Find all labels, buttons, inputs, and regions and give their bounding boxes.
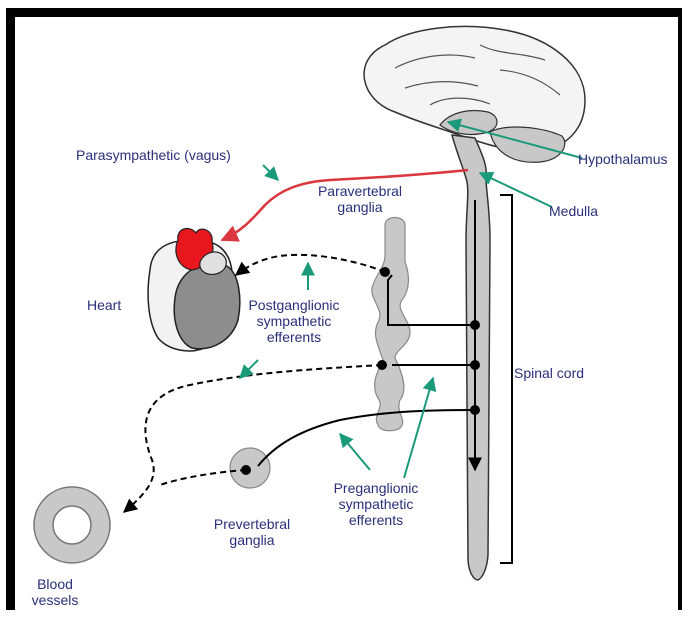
label-paravertebral-line2: ganglia xyxy=(300,199,420,215)
label-prevertebral-line2: ganglia xyxy=(198,532,306,548)
blood-vessel-lumen xyxy=(53,506,91,544)
label-blood-vessels-line2: vessels xyxy=(18,592,92,608)
label-paravertebral: Paravertebral ganglia xyxy=(300,183,420,215)
label-preganglionic-line3: efferents xyxy=(318,512,434,528)
heart xyxy=(148,229,240,351)
label-blood-vessels: Blood vessels xyxy=(18,576,92,608)
label-preganglionic: Preganglionic sympathetic efferents xyxy=(318,480,434,528)
label-postganglionic-line1: Postganglionic xyxy=(236,297,352,313)
label-medulla: Medulla xyxy=(549,203,598,219)
spinal-cord xyxy=(452,135,490,580)
label-parasympathetic: Parasympathetic (vagus) xyxy=(76,147,231,163)
label-heart: Heart xyxy=(87,297,121,313)
label-prevertebral-line1: Prevertebral xyxy=(198,516,306,532)
label-postganglionic-line2: sympathetic xyxy=(236,313,352,329)
label-postganglionic: Postganglionic sympathetic efferents xyxy=(236,297,352,345)
label-prevertebral: Prevertebral ganglia xyxy=(198,516,306,548)
label-paravertebral-line1: Paravertebral xyxy=(300,183,420,199)
label-preganglionic-line1: Preganglionic xyxy=(318,480,434,496)
label-postganglionic-line3: efferents xyxy=(236,329,352,345)
label-hypothalamus: Hypothalamus xyxy=(578,151,668,167)
label-blood-vessels-line1: Blood xyxy=(18,576,92,592)
label-spinal-cord: Spinal cord xyxy=(514,365,584,381)
label-preganglionic-line2: sympathetic xyxy=(318,496,434,512)
spinal-cord-bracket xyxy=(500,195,512,563)
